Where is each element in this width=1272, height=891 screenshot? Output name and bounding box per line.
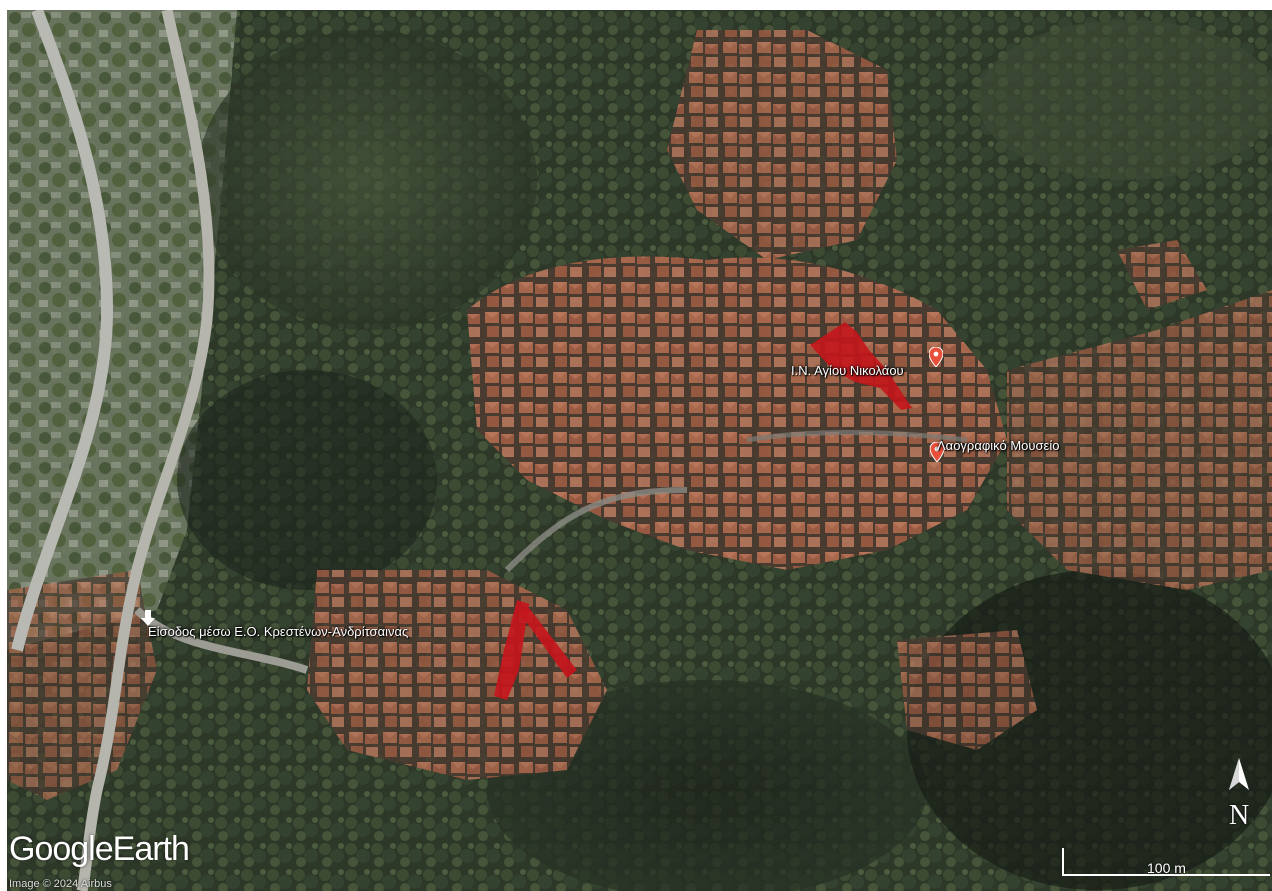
north-label: N: [1229, 800, 1250, 831]
logo-word-earth: Earth: [112, 830, 190, 868]
satellite-imagery: [7, 10, 1272, 891]
scale-line: [1062, 874, 1270, 876]
church-label[interactable]: Ι.Ν. Αγίου Νικολάου: [791, 363, 904, 378]
satellite-map[interactable]: Ι.Ν. Αγίου Νικολάου Λαογραφικό Μουσείο Ε…: [7, 10, 1272, 891]
scale-bar: 100 m: [1062, 848, 1272, 880]
google-earth-logo: GoogleEarth: [9, 830, 190, 869]
imagery-credit: Image © 2024 Airbus: [9, 878, 112, 890]
scale-label: 100 m: [1147, 860, 1186, 876]
logo-word-google: Google: [9, 830, 114, 868]
church-pin-icon[interactable]: [929, 347, 943, 367]
museum-pin-icon[interactable]: [930, 442, 944, 462]
entrance-label[interactable]: Είσοδος μέσω Ε.Ο. Κρεστένων-Ανδρίτσαινας: [148, 624, 409, 639]
north-arrow-icon: [1229, 758, 1249, 790]
north-arrow: N: [1225, 758, 1253, 838]
scale-tick: [1062, 848, 1064, 876]
entrance-arrow-icon[interactable]: [141, 610, 155, 626]
museum-label[interactable]: Λαογραφικό Μουσείο: [937, 438, 1060, 453]
